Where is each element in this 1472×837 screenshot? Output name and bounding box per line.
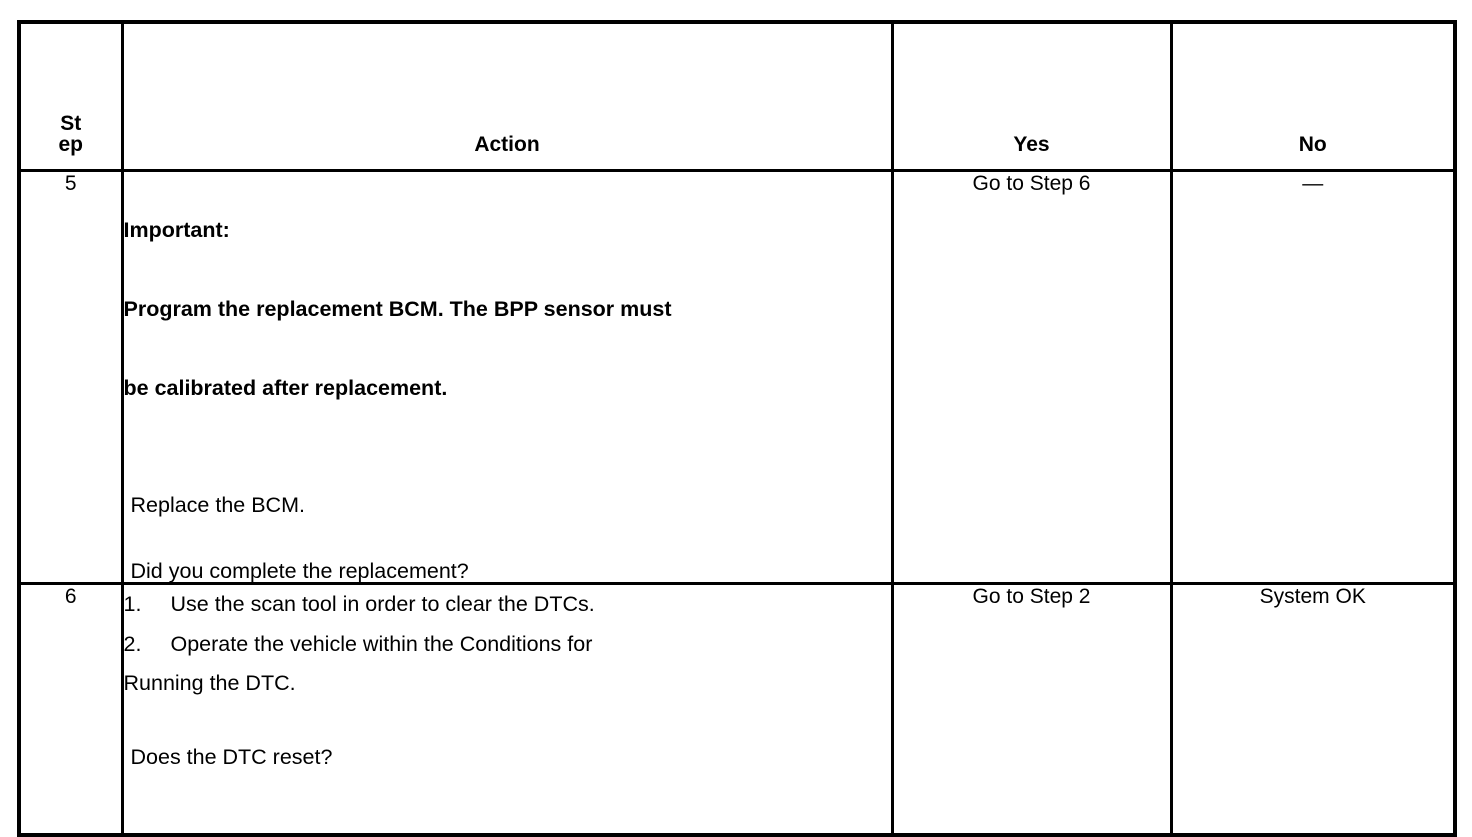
column-header-action: Action xyxy=(120,20,894,172)
document-page: St ep Action Yes No 5 Important: Program… xyxy=(17,20,1457,837)
action-numbered-list: 1. Use the scan tool in order to clear t… xyxy=(124,585,891,664)
important-label: Important: xyxy=(123,218,230,243)
step-number-cell: 6 xyxy=(17,582,124,837)
list-item-number: 1. xyxy=(123,592,142,617)
yes-answer-cell: Go to Step 2 xyxy=(890,582,1173,837)
table-header-row: St ep Action Yes No xyxy=(17,20,1457,172)
column-header-step: St ep xyxy=(17,20,124,172)
table-row: 5 Important: Program the replacement BCM… xyxy=(17,168,1457,586)
table-row: 6 1. Use the scan tool in order to clear… xyxy=(17,582,1457,837)
list-item: 1. Use the scan tool in order to clear t… xyxy=(124,585,891,624)
spacer xyxy=(124,703,891,747)
column-header-no: No xyxy=(1169,20,1457,172)
list-continuation-line: Running the DTC. xyxy=(123,671,296,696)
spacer xyxy=(124,517,891,561)
no-answer-cell: — xyxy=(1169,168,1457,586)
action-question: Does the DTC reset? xyxy=(130,745,333,770)
spacer xyxy=(124,447,891,495)
important-notice: Important: Program the replacement BCM. … xyxy=(124,172,891,447)
list-item: 2. Operate the vehicle within the Condit… xyxy=(124,625,891,664)
action-question: Did you complete the replacement? xyxy=(130,558,469,583)
list-item-number: 2. xyxy=(123,631,142,656)
yes-answer-cell: Go to Step 6 xyxy=(890,168,1173,586)
action-cell: 1. Use the scan tool in order to clear t… xyxy=(120,582,894,837)
action-instruction: Replace the BCM. xyxy=(130,493,305,518)
list-item-text: Operate the vehicle within the Condition… xyxy=(170,631,593,656)
column-header-yes: Yes xyxy=(890,20,1173,172)
no-answer-cell: System OK xyxy=(1169,582,1457,837)
action-cell: Important: Program the replacement BCM. … xyxy=(120,168,894,586)
step-number-cell: 5 xyxy=(17,168,124,586)
important-text-line2: be calibrated after replacement. xyxy=(123,375,448,400)
diagnostic-step-table: St ep Action Yes No 5 Important: Program… xyxy=(17,20,1457,837)
column-header-step-line2: ep xyxy=(58,133,83,156)
list-item-text: Use the scan tool in order to clear the … xyxy=(170,592,595,617)
important-text-line1: Program the replacement BCM. The BPP sen… xyxy=(123,297,672,322)
column-header-step-line1: St xyxy=(60,112,82,135)
